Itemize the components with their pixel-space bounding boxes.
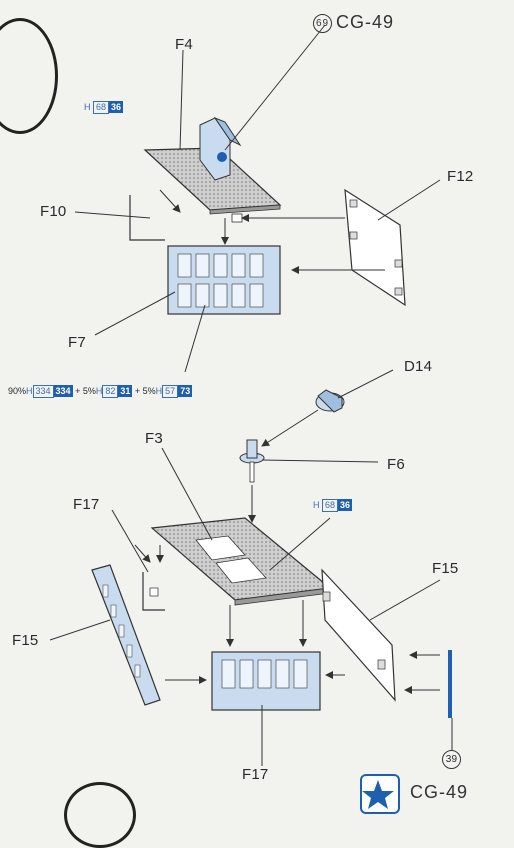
- ref-top-number: 69: [313, 14, 332, 33]
- paint-code: 68: [322, 499, 339, 512]
- part-f10: [129, 195, 165, 241]
- part-f17-grille: [211, 651, 321, 711]
- mix-code-2b: 31: [118, 385, 133, 397]
- ref-bottom-number-wrap: 39: [442, 750, 465, 769]
- part-f7-grille: [167, 245, 281, 315]
- label-f17-bottom: F17: [242, 766, 269, 783]
- mix-h-1: H: [26, 386, 33, 396]
- paint-code: 68: [93, 101, 110, 114]
- mix-code-2a: 82: [102, 385, 119, 398]
- mix-h-3: H: [155, 386, 163, 396]
- mix-code-1a: 334: [32, 385, 54, 398]
- label-f6: F6: [387, 456, 405, 473]
- label-f12: F12: [447, 168, 474, 185]
- part-f17-bracket: [142, 572, 165, 611]
- part-f15-left-panel: [91, 564, 161, 706]
- label-f4: F4: [175, 36, 193, 53]
- ref-top-code: CG-49: [336, 12, 395, 32]
- label-f7: F7: [68, 334, 86, 351]
- label-f15-left: F15: [12, 632, 39, 649]
- label-f17-top: F17: [73, 496, 100, 513]
- mix-code-3a: 57: [162, 385, 179, 398]
- paint-code-filled: 36: [338, 499, 353, 511]
- paint-code-filled: 36: [109, 101, 124, 113]
- mix-h-2: H: [95, 386, 103, 396]
- part-f6-post: [239, 439, 265, 483]
- label-f15-right: F15: [432, 560, 459, 577]
- label-d14: D14: [404, 358, 433, 375]
- label-f10: F10: [40, 203, 67, 220]
- part-d14-knob: [315, 389, 345, 413]
- part-f12-panel: [344, 188, 406, 307]
- part-f4-tower: [199, 116, 242, 181]
- part-f15-right-panel: [321, 568, 396, 702]
- mix-pct-3: + 5%: [134, 386, 156, 396]
- part-f3-plate: [150, 517, 332, 606]
- paint-h: H: [84, 102, 91, 112]
- paint-h: H: [313, 500, 320, 510]
- mix-code-1b: 334: [53, 385, 73, 397]
- label-f3: F3: [145, 430, 163, 447]
- mix-code-3b: 73: [178, 385, 193, 397]
- part-f4-plate: [143, 147, 282, 215]
- ref-bottom-code: CG-49: [410, 782, 469, 802]
- ref-bottom-number: 39: [442, 750, 461, 769]
- star-overlay: [362, 780, 394, 809]
- mix-pct-2: + 5%: [75, 386, 96, 396]
- mix-pct-1: 90%: [8, 386, 27, 396]
- assembly-diagram: [49, 24, 453, 809]
